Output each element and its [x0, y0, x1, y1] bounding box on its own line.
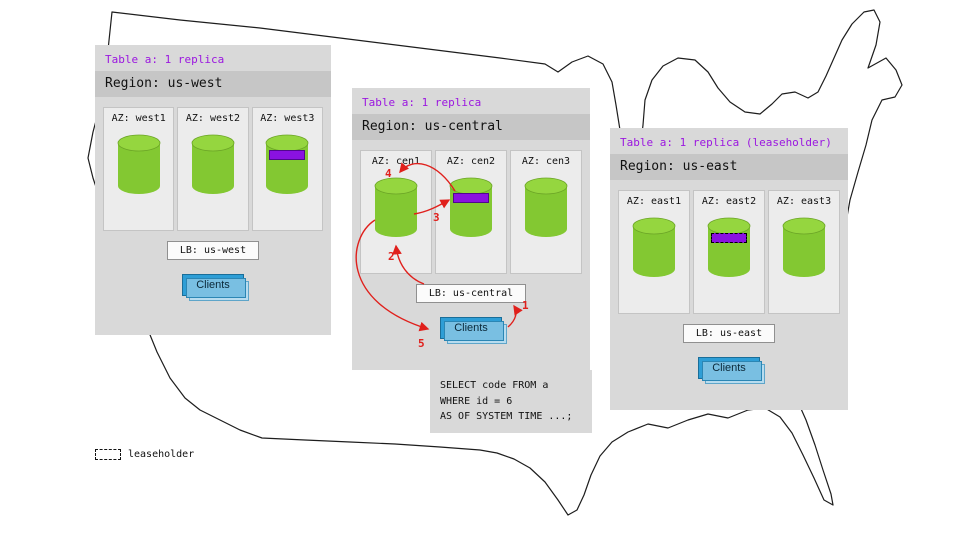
az-box-east2: AZ: east2 [693, 190, 765, 314]
az-box-west2: AZ: west2 [177, 107, 249, 231]
clients-button[interactable]: Clients [440, 317, 502, 339]
database-cylinder-icon [264, 134, 310, 196]
az-label: AZ: cen1 [371, 156, 421, 167]
clients-button[interactable]: Clients [182, 274, 244, 296]
az-box-cen1: AZ: cen1 [360, 150, 432, 274]
leaseholder-swatch-icon [95, 449, 121, 460]
load-balancer-box: LB: us-central [415, 284, 527, 303]
az-label: AZ: east3 [776, 196, 832, 207]
az-box-east1: AZ: east1 [618, 190, 690, 314]
legend-label: leaseholder [128, 449, 195, 460]
load-balancer-box: LB: us-west [166, 241, 260, 260]
region-title: Region: us-east [610, 154, 848, 180]
database-cylinder-icon [706, 217, 752, 279]
replica-band [453, 193, 489, 203]
az-label: AZ: cen2 [446, 156, 496, 167]
leaseholder-band [711, 233, 747, 243]
az-row: AZ: cen1 AZ: cen2 AZ: cen3 [352, 140, 590, 278]
az-box-west3: AZ: west3 [251, 107, 323, 231]
region-panel-us-east: Table a: 1 replica (leaseholder) Region:… [610, 128, 848, 410]
sql-line: AS OF SYSTEM TIME ...; [440, 411, 573, 422]
sql-line: WHERE id = 6 [440, 395, 513, 407]
az-row: AZ: west1 AZ: west2 AZ: west3 [95, 97, 331, 235]
replica-band [269, 150, 306, 160]
az-label: AZ: cen3 [521, 156, 571, 167]
az-box-cen2: AZ: cen2 [435, 150, 507, 274]
sql-line: SELECT code FROM a [440, 380, 549, 391]
load-balancer-box: LB: us-east [682, 324, 776, 343]
az-label: AZ: east2 [701, 196, 757, 207]
leaseholder-legend: leaseholder [95, 449, 194, 460]
database-cylinder-icon [448, 177, 494, 239]
az-label: AZ: east1 [626, 196, 682, 207]
table-replica-label: Table a: 1 replica [362, 96, 482, 109]
az-label: AZ: west3 [260, 113, 315, 124]
az-box-cen3: AZ: cen3 [510, 150, 582, 274]
az-label: AZ: west2 [185, 113, 241, 124]
region-title: Region: us-west [95, 71, 331, 97]
region-title: Region: us-central [352, 114, 590, 140]
az-label: AZ: west1 [111, 113, 166, 124]
region-panel-us-central: Table a: 1 replica Region: us-central AZ… [352, 88, 590, 370]
database-cylinder-icon [523, 177, 569, 239]
table-replica-label: Table a: 1 replica [105, 53, 225, 66]
region-panel-us-west: Table a: 1 replica Region: us-west AZ: w… [95, 45, 331, 335]
sql-query: SELECT code FROM a WHERE id = 6 AS OF SY… [430, 370, 592, 433]
az-box-west1: AZ: west1 [103, 107, 175, 231]
database-cylinder-icon [631, 217, 677, 279]
database-cylinder-icon [190, 134, 236, 196]
clients-button[interactable]: Clients [698, 357, 760, 379]
table-replica-label: Table a: 1 replica (leaseholder) [620, 136, 832, 149]
database-cylinder-icon [781, 217, 827, 279]
az-row: AZ: east1 AZ: east2 AZ: east3 [610, 180, 848, 318]
database-cylinder-icon [116, 134, 162, 196]
az-box-east3: AZ: east3 [768, 190, 840, 314]
database-cylinder-icon [373, 177, 419, 239]
